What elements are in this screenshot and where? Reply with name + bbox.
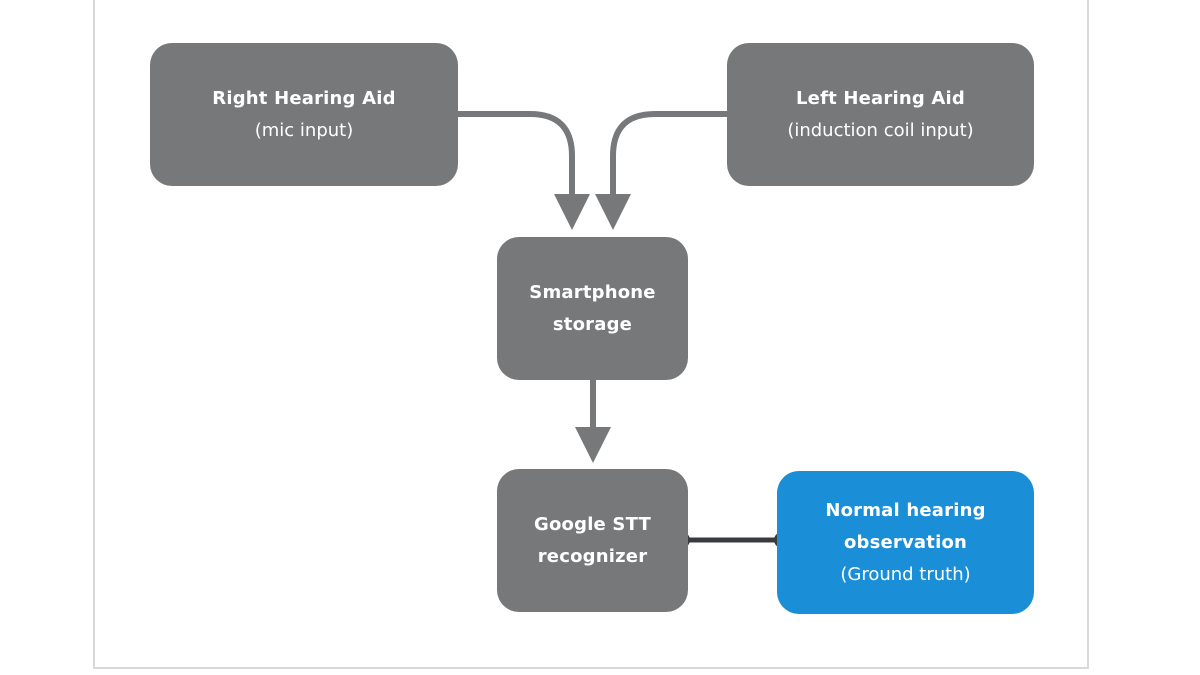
node-subtitle: (mic input) [254, 119, 354, 141]
diagram-frame [93, 0, 1089, 669]
node-title-line2: storage [552, 313, 633, 335]
node-smartphone-storage: Smartphone storage [497, 237, 688, 380]
node-subtitle: (Ground truth) [840, 563, 971, 585]
node-title: Left Hearing Aid [796, 87, 965, 109]
node-title-line1: Normal hearing [825, 499, 986, 521]
node-title-line2: recognizer [537, 545, 648, 567]
arrow-right-aid-to-smartphone [458, 111, 590, 230]
arrow-left-aid-to-smartphone [595, 111, 727, 230]
node-title-line2: observation [843, 531, 968, 553]
node-title: Right Hearing Aid [212, 87, 396, 109]
node-right-hearing-aid: Right Hearing Aid (mic input) [150, 43, 458, 186]
node-left-hearing-aid: Left Hearing Aid (induction coil input) [727, 43, 1034, 186]
node-title-line1: Smartphone [529, 281, 656, 303]
node-google-stt-recognizer: Google STT recognizer [497, 469, 688, 612]
node-normal-hearing-observation: Normal hearing observation (Ground truth… [777, 471, 1034, 614]
node-subtitle: (induction coil input) [787, 119, 974, 141]
node-title-line1: Google STT [534, 513, 651, 535]
